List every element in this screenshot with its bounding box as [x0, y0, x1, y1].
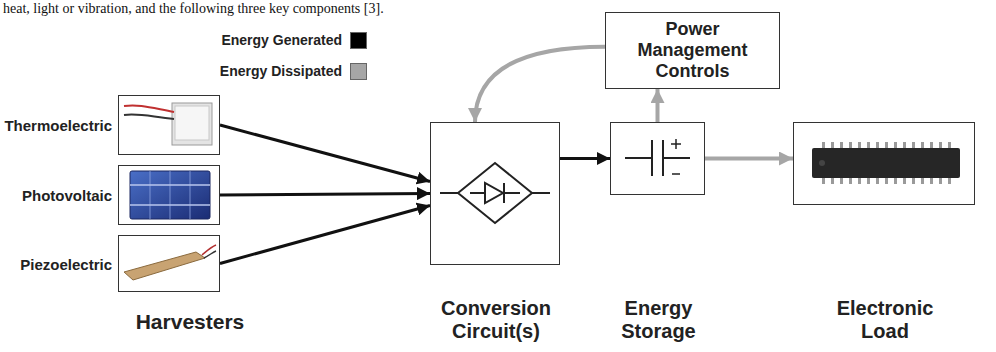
- microchip: [812, 142, 960, 184]
- cropped-text-line: heat, light or vibration, and the follow…: [3, 1, 384, 17]
- solar-cell: [130, 171, 210, 219]
- flow-arrow: [475, 47, 605, 122]
- flow-arrow: [220, 125, 430, 182]
- storage-box: Energy Storage: [610, 122, 705, 195]
- flow-arrow: [656, 89, 660, 122]
- stage-label: Energy Storage: [603, 297, 715, 343]
- stage-label: Conversion Circuit(s): [421, 297, 571, 343]
- harvester-box: Piezoelectric: [118, 235, 220, 292]
- box-label: Power Management Controls: [623, 19, 763, 81]
- harvester-box: Thermoelectric: [118, 95, 220, 155]
- load-box: Electronic Load: [793, 122, 975, 205]
- thermoelectric-module: [124, 103, 212, 145]
- control-box: Power Management Controls: [605, 12, 780, 89]
- flow-arrow: [705, 157, 793, 161]
- stage-label: Electronic Load: [815, 297, 955, 343]
- flow-arrow: [220, 206, 430, 264]
- harvester-label: Piezoelectric: [20, 255, 112, 272]
- piezo-strip: [124, 245, 216, 280]
- capacitor-symbol: [625, 139, 690, 176]
- flow-arrow: [560, 157, 610, 160]
- legend-swatch: [350, 32, 367, 49]
- converter-box: Conversion Circuit(s): [430, 122, 560, 265]
- harvester-label: Photovoltaic: [22, 187, 112, 204]
- legend-swatch: [350, 63, 367, 80]
- legend-label: Energy Dissipated: [220, 63, 342, 79]
- harvester-label: Thermoelectric: [4, 117, 112, 134]
- harvester-box: Photovoltaic: [118, 165, 220, 225]
- group-label: Harvesters: [118, 310, 262, 334]
- rectifier-symbol: [440, 163, 550, 223]
- legend-label: Energy Generated: [221, 32, 342, 48]
- flow-arrow: [220, 194, 430, 196]
